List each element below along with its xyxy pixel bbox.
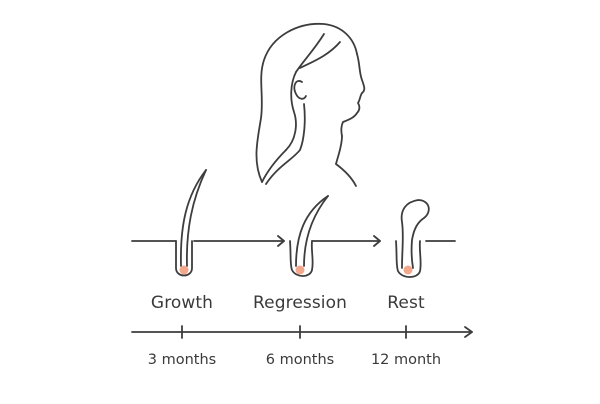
skin-surface-line	[131, 235, 456, 247]
woman-profile-icon	[255, 23, 366, 187]
stage-label-growth: Growth	[150, 293, 214, 313]
time-label-12-month: 12 month	[370, 352, 442, 368]
stage-label-rest: Rest	[387, 293, 425, 313]
time-label-3-months: 3 months	[147, 352, 217, 368]
growth-follicle-icon	[175, 169, 207, 277]
stage-label-regression: Regression	[253, 293, 347, 313]
timeline-axis	[131, 325, 473, 339]
time-label-6-months: 6 months	[265, 352, 335, 368]
rest-follicle-icon	[395, 199, 430, 278]
regression-follicle-icon	[289, 195, 329, 277]
